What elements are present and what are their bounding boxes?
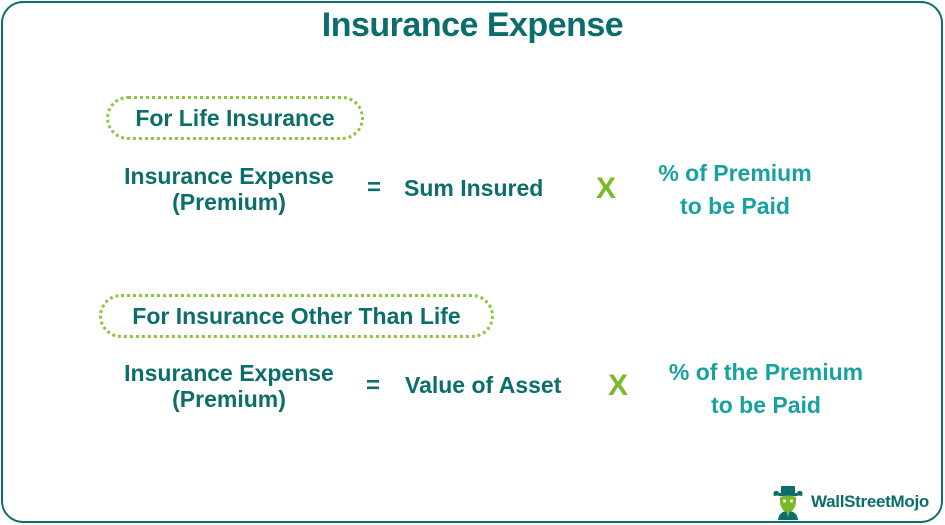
other-lhs-line1: Insurance Expense (124, 360, 334, 386)
life-rhs-line1: % of Premium (658, 160, 812, 186)
other-formula-lhs: Insurance Expense (Premium) (104, 360, 354, 412)
other-formula-rhs: % of the Premium to be Paid (641, 356, 891, 422)
other-lhs-line2: (Premium) (172, 386, 286, 412)
life-formula-rhs: % of Premium to be Paid (610, 157, 860, 223)
life-lhs-line1: Insurance Expense (124, 163, 334, 189)
other-insurance-heading: For Insurance Other Than Life (99, 294, 494, 338)
brand-watermark: WallStreetMojo (770, 484, 929, 520)
life-equals-sign: = (367, 174, 382, 201)
life-multiply-sign: X (596, 172, 617, 205)
life-insurance-heading: For Life Insurance (106, 96, 364, 140)
other-rhs-line1: % of the Premium (668, 359, 864, 385)
life-rhs-line2: to be Paid (680, 193, 790, 219)
other-formula-term: Value of Asset (405, 372, 562, 398)
other-multiply-sign: X (608, 369, 629, 402)
life-formula-term: Sum Insured (404, 175, 544, 201)
other-equals-sign: = (366, 372, 381, 399)
brand-name: WallStreetMojo (811, 492, 929, 511)
life-lhs-line2: (Premium) (172, 189, 286, 215)
bull-mascot-icon (773, 486, 803, 520)
life-formula-lhs: Insurance Expense (Premium) (104, 163, 354, 215)
diagram-title: Insurance Expense (321, 6, 624, 44)
other-rhs-line2: to be Paid (711, 392, 821, 418)
